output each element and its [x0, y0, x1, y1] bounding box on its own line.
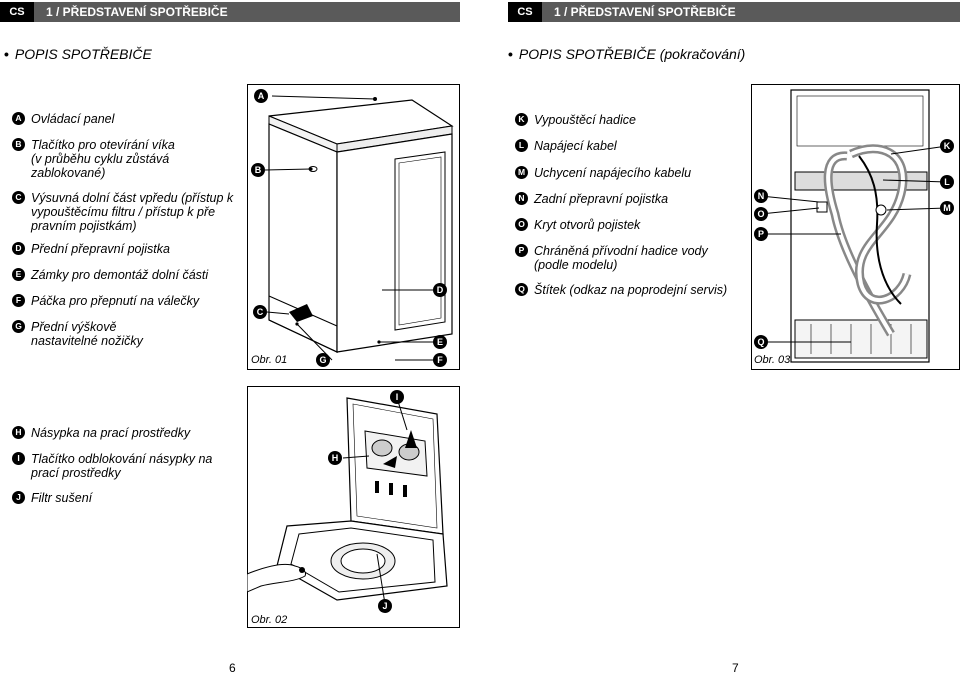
svg-text:G: G	[319, 355, 326, 365]
figure-caption: Obr. 03	[754, 354, 791, 366]
washing-machine-front-illustration: A B C D E F G	[247, 84, 460, 370]
svg-text:M: M	[943, 203, 951, 213]
letter-badge: P	[515, 244, 528, 257]
letter-badge: N	[515, 192, 528, 205]
page-number-left: 6	[229, 661, 236, 675]
svg-text:Q: Q	[757, 337, 764, 347]
svg-text:K: K	[944, 141, 951, 151]
section-title-text: POPIS SPOTŘEBIČE	[14, 46, 152, 62]
chapter-title: 1 / PŘEDSTAVENÍ SPOTŘEBIČE	[46, 5, 228, 19]
letter-badge: E	[12, 268, 25, 281]
letter-badge: O	[515, 218, 528, 231]
letter-badge: H	[12, 426, 25, 439]
section-title-text: POPIS SPOTŘEBIČE (pokračování)	[518, 46, 746, 62]
letter-badge: G	[12, 320, 25, 333]
letter-badge: D	[12, 242, 25, 255]
legend-text: Přední přepravní pojistka	[31, 242, 170, 256]
legend-text: Napájecí kabel	[534, 139, 617, 153]
letter-badge: J	[12, 491, 25, 504]
header-right: CS 1 / PŘEDSTAVENÍ SPOTŘEBIČE	[508, 2, 960, 22]
svg-text:B: B	[255, 165, 262, 175]
svg-text:P: P	[758, 229, 764, 239]
section-title-right: • POPIS SPOTŘEBIČE (pokračování)	[508, 46, 745, 62]
svg-text:A: A	[258, 91, 265, 101]
letter-badge: A	[12, 112, 25, 125]
legend-text: Filtr sušení	[31, 491, 93, 505]
svg-text:L: L	[944, 177, 950, 187]
legend-text: Vypouštěcí hadice	[534, 113, 636, 127]
letter-badge: L	[515, 139, 528, 152]
letter-badge: F	[12, 294, 25, 307]
svg-text:H: H	[332, 453, 339, 463]
legend-text: Tlačítko odblokování násypky na prací pr…	[31, 452, 213, 480]
figure-caption: Obr. 01	[251, 354, 288, 366]
svg-text:E: E	[437, 337, 443, 347]
bullet: •	[4, 46, 9, 62]
legend-text: Zadní přepravní pojistka	[534, 192, 669, 206]
figure-01: A B C D E F G Obr. 01	[247, 84, 460, 370]
legend-text: Násypka na prací prostředky	[31, 426, 191, 440]
legend-text: Ovládací panel	[31, 112, 115, 126]
legend-text: Uchycení napájecího kabelu	[534, 166, 692, 180]
figure-03: K L M N O P Q Obr. 03	[751, 84, 960, 370]
legend-text: Přední výškově nastavitelné nožičky	[31, 320, 143, 348]
letter-badge: B	[12, 138, 25, 151]
letter-badge: Q	[515, 283, 528, 296]
legend-text: Chráněná přívodní hadice vody (podle mod…	[534, 244, 708, 272]
legend-text: Tlačítko pro otevírání víka (v průběhu c…	[31, 138, 175, 180]
svg-text:N: N	[758, 191, 765, 201]
legend-text: Páčka pro přepnutí na válečky	[31, 294, 200, 308]
page-number-right: 7	[732, 661, 739, 675]
svg-text:F: F	[437, 355, 443, 365]
legend-text: Výsuvná dolní část vpředu (přístup k vyp…	[31, 191, 234, 233]
svg-text:D: D	[437, 285, 444, 295]
svg-text:J: J	[382, 601, 387, 611]
section-title-left: • POPIS SPOTŘEBIČE	[4, 46, 152, 62]
svg-text:O: O	[757, 209, 764, 219]
figure-caption: Obr. 02	[251, 614, 288, 626]
header-left: CS 1 / PŘEDSTAVENÍ SPOTŘEBIČE	[0, 2, 460, 22]
letter-badge: M	[515, 166, 528, 179]
svg-text:I: I	[396, 392, 399, 402]
letter-badge: C	[12, 191, 25, 204]
language-badge: CS	[0, 2, 34, 22]
language-badge: CS	[508, 2, 542, 22]
legend-text: Štítek (odkaz na poprodejní servis)	[534, 283, 728, 297]
legend-text: Kryt otvorů pojistek	[534, 218, 641, 232]
figure-02: I H J Obr. 02	[246, 386, 460, 628]
legend-text: Zámky pro demontáž dolní části	[31, 268, 209, 282]
bullet: •	[508, 46, 513, 62]
letter-badge: K	[515, 113, 528, 126]
open-lid-illustration: I H J	[246, 386, 460, 628]
chapter-title: 1 / PŘEDSTAVENÍ SPOTŘEBIČE	[554, 5, 736, 19]
letter-badge: I	[12, 452, 25, 465]
rear-view-illustration: K L M N O P Q	[751, 84, 960, 370]
svg-text:C: C	[257, 307, 264, 317]
